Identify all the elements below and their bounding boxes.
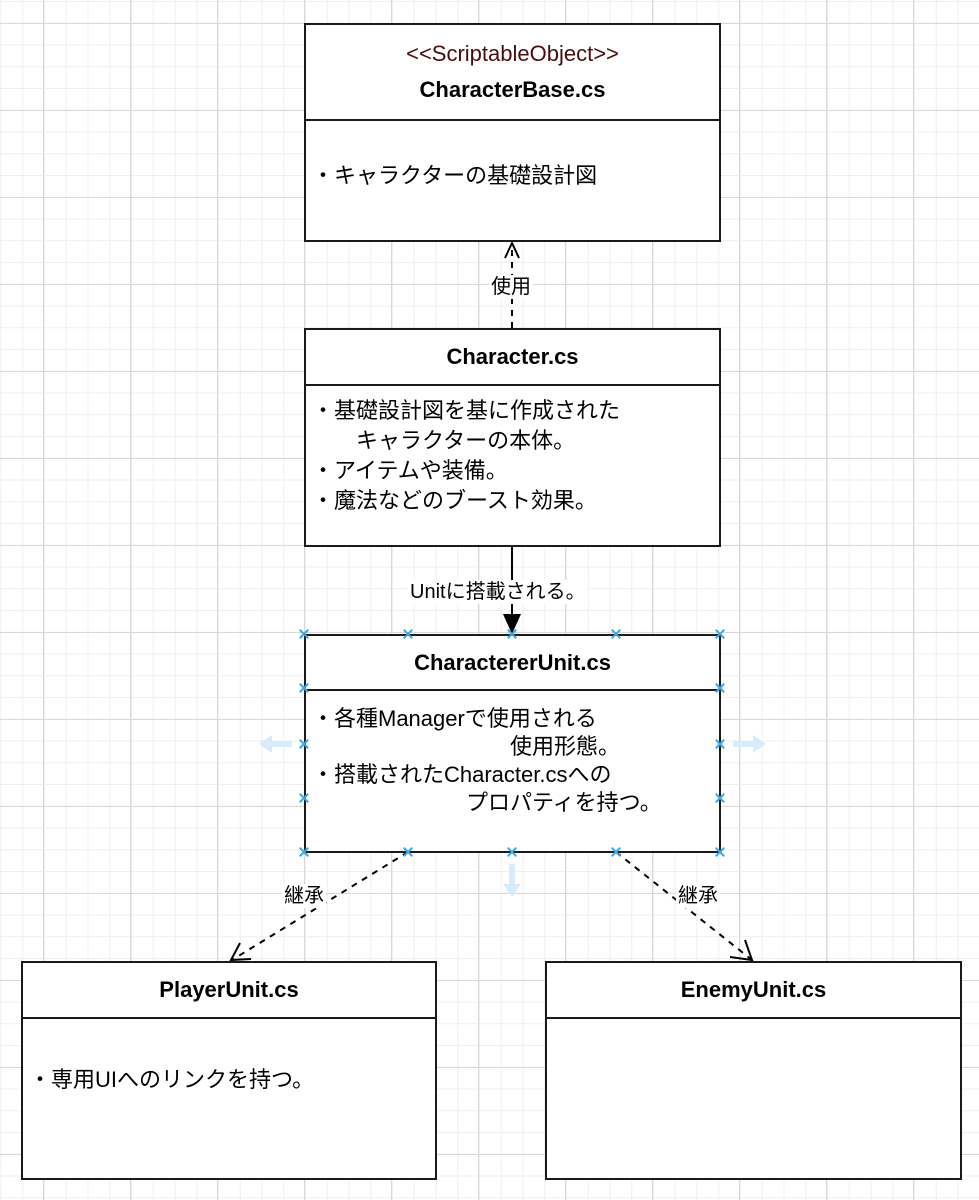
connection-point-icon[interactable] — [715, 793, 725, 803]
class-name: Character.cs — [446, 344, 579, 369]
body-line: ・基礎設計図を基に作成された — [312, 398, 621, 423]
stereotype-label: <<ScriptableObject>> — [406, 41, 619, 66]
class-name: CharacterBase.cs — [419, 77, 606, 102]
connection-point-icon[interactable] — [299, 683, 309, 693]
class-character-base[interactable]: <<ScriptableObject>> CharacterBase.cs ・キ… — [304, 23, 721, 242]
connection-point-icon[interactable] — [715, 683, 725, 693]
edge-label-inherit-enemy: 継承 — [676, 884, 720, 908]
class-body: ・キャラクターの基礎設計図 — [306, 121, 719, 191]
body-line: ・キャラクターの基礎設計図 — [312, 163, 598, 188]
body-line: ・各種Managerで使用される — [312, 706, 597, 731]
connection-point-icon[interactable] — [403, 847, 413, 857]
edge-label-mounted: Unitに搭載される。 — [408, 580, 588, 604]
class-header: PlayerUnit.cs — [23, 963, 435, 1019]
edge-label-inherit-player: 継承 — [282, 884, 326, 908]
connection-point-icon[interactable] — [611, 629, 621, 639]
class-name: PlayerUnit.cs — [159, 977, 299, 1002]
class-body: ・基礎設計図を基に作成された キャラクターの本体。 ・アイテムや装備。 ・魔法な… — [306, 386, 719, 516]
class-header: <<ScriptableObject>> CharacterBase.cs — [306, 25, 719, 121]
hint-arrow-left-icon — [259, 735, 292, 753]
edge-label-uses: 使用 — [489, 275, 533, 299]
connection-point-icon[interactable] — [299, 629, 309, 639]
open-arrowhead-icon — [504, 240, 520, 259]
connection-point-icon[interactable] — [299, 739, 309, 749]
class-character[interactable]: Character.cs ・基礎設計図を基に作成された キャラクターの本体。 ・… — [304, 328, 721, 547]
connection-point-icon[interactable] — [715, 629, 725, 639]
body-line: 使用形態。 — [312, 734, 621, 759]
connection-point-icon[interactable] — [715, 739, 725, 749]
connection-point-icon[interactable] — [299, 847, 309, 857]
connection-point-icon[interactable] — [507, 847, 517, 857]
class-character-unit[interactable]: CharactererUnit.cs ・各種Managerで使用される 使用形態… — [304, 634, 721, 853]
class-header: Character.cs — [306, 330, 719, 386]
class-name: EnemyUnit.cs — [680, 977, 827, 1002]
connection-point-icon[interactable] — [403, 629, 413, 639]
open-arrowhead-icon — [229, 942, 252, 962]
body-line: ・専用UIへのリンクを持つ。 — [29, 1067, 315, 1092]
body-line: ・魔法などのブースト効果。 — [312, 488, 597, 513]
connection-point-icon[interactable] — [611, 847, 621, 857]
connection-point-icon[interactable] — [507, 629, 517, 639]
class-header: CharactererUnit.cs — [306, 636, 719, 691]
body-line: ・搭載されたCharacter.csへの — [312, 762, 612, 787]
class-player-unit[interactable]: PlayerUnit.cs ・専用UIへのリンクを持つ。 — [21, 961, 437, 1180]
connection-point-icon[interactable] — [715, 847, 725, 857]
hint-arrow-down-icon — [503, 864, 521, 897]
body-line: キャラクターの本体。 — [312, 428, 576, 453]
body-line: プロパティを持つ。 — [312, 790, 662, 815]
body-line: ・アイテムや装備。 — [312, 458, 508, 483]
class-enemy-unit[interactable]: EnemyUnit.cs — [545, 961, 962, 1180]
class-body: ・各種Managerで使用される 使用形態。 ・搭載されたCharacter.c… — [306, 691, 719, 817]
class-header: EnemyUnit.cs — [547, 963, 960, 1019]
connection-point-icon[interactable] — [299, 793, 309, 803]
class-name: CharactererUnit.cs — [414, 649, 611, 675]
hint-arrow-right-icon — [733, 735, 766, 753]
class-body: ・専用UIへのリンクを持つ。 — [23, 1019, 435, 1095]
open-arrowhead-icon — [729, 939, 754, 962]
